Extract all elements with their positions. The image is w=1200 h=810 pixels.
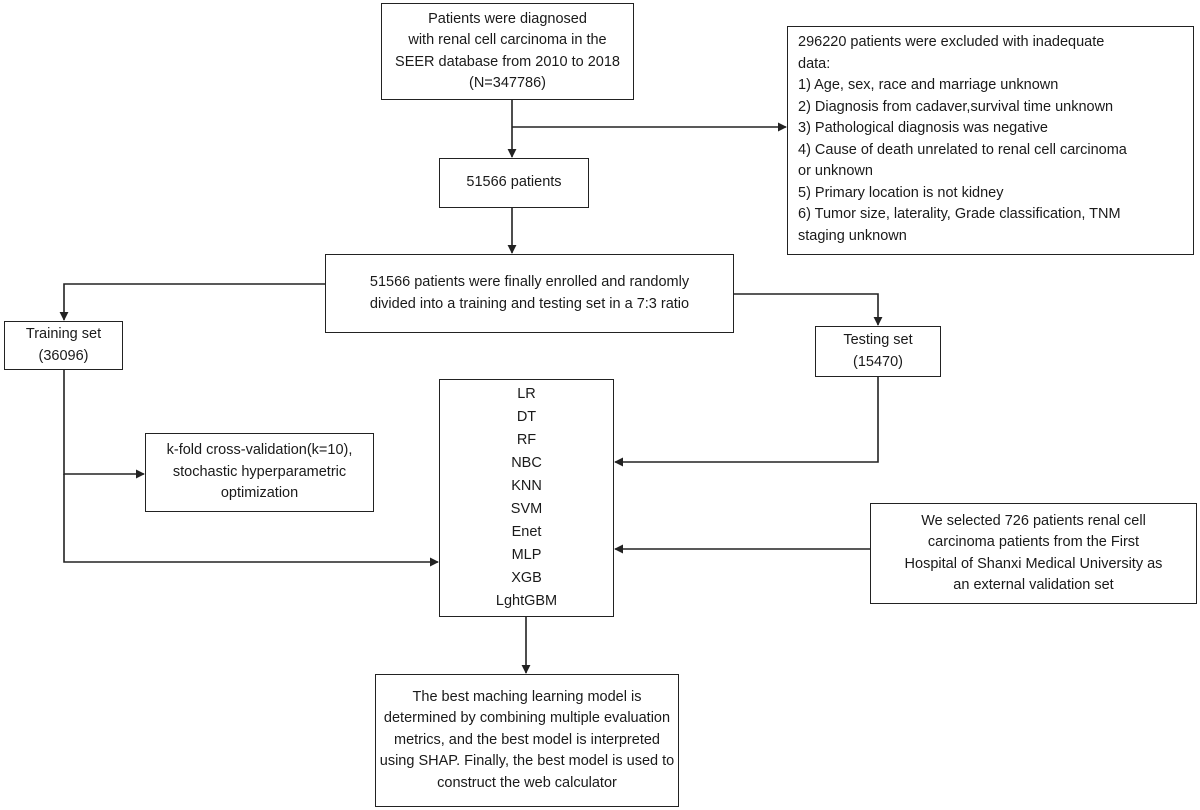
models-list-box-line-6: SVM bbox=[510, 501, 543, 517]
external-validation-box: We selected 726 patients renal cell carci… bbox=[870, 503, 1197, 604]
final-model-box-line-5: construct the web calculator bbox=[437, 774, 617, 791]
final-model-box: The best maching learning model is determ… bbox=[375, 674, 679, 807]
arrow-training-to-models bbox=[63, 474, 439, 567]
models-list-box-line-7: Enet bbox=[511, 524, 542, 540]
seer-source-box: Patients were diagnosed with renal cell c… bbox=[381, 3, 634, 100]
training-set-box: Training set (36096) bbox=[4, 321, 123, 370]
exclusion-criteria-box: 296220 patients were excluded with inade… bbox=[787, 26, 1194, 255]
exclusion-criteria-box-line-5: 3) Pathological diagnosis was negative bbox=[798, 120, 1048, 136]
arrow-enrolled-to-training bbox=[59, 283, 325, 321]
arrow-enrolled-to-testing bbox=[734, 293, 883, 326]
exclusion-criteria-box-line-7: or unknown bbox=[798, 163, 873, 179]
cross-validation-box-line-3: optimization bbox=[220, 485, 299, 502]
arrow-training-to-kfold bbox=[63, 370, 145, 479]
seer-source-box-line-1: Patients were diagnosed bbox=[428, 10, 587, 27]
exclusion-criteria-box-line-9: 6) Tumor size, laterality, Grade classif… bbox=[798, 206, 1121, 222]
exclusion-criteria-box-line-6: 4) Cause of death unrelated to renal cel… bbox=[798, 141, 1127, 158]
models-list-box-line-1: LR bbox=[517, 386, 536, 402]
final-model-box-line-2: determined by combining multiple evaluat… bbox=[383, 710, 671, 727]
seer-source-box-line-2: with renal cell carcinoma in the bbox=[408, 32, 607, 48]
enrolled-split-box-line-2: divided into a training and testing set … bbox=[369, 295, 690, 312]
cross-validation-box: k-fold cross-validation(k=10), stochastic… bbox=[145, 433, 374, 512]
final-model-box-line-3: metrics, and the best model is interpret… bbox=[394, 731, 660, 748]
external-validation-box-line-4: an external validation set bbox=[953, 577, 1114, 593]
models-list-box-line-8: MLP bbox=[511, 547, 542, 563]
models-list-box-line-2: DT bbox=[516, 409, 537, 425]
enrolled-split-box: 51566 patients were finally enrolled and… bbox=[325, 254, 734, 333]
models-list-box-line-4: NBC bbox=[511, 455, 542, 471]
exclusion-criteria-box-line-10: staging unknown bbox=[798, 227, 907, 244]
exclusion-criteria-box-line-8: 5) Primary location is not kidney bbox=[798, 184, 1004, 201]
external-validation-box-line-3: Hospital of Shanxi Medical University as bbox=[904, 555, 1163, 572]
exclusion-criteria-box-line-4: 2) Diagnosis from cadaver,survival time … bbox=[798, 98, 1114, 115]
cross-validation-box-line-1: k-fold cross-validation(k=10), bbox=[166, 442, 353, 459]
final-model-box-line-4: using SHAP. Finally, the best model is u… bbox=[379, 753, 675, 770]
testing-set-box-line-1: Testing set bbox=[843, 332, 913, 348]
models-list-box-line-9: XGB bbox=[511, 570, 542, 586]
eligible-patients-box-line-1: 51566 patients bbox=[466, 174, 562, 191]
seer-source-box-line-4: (N=347786) bbox=[469, 75, 546, 91]
exclusion-criteria-box-line-3: 1) Age, sex, race and marriage unknown bbox=[798, 77, 1059, 93]
eligible-patients-box: 51566 patients bbox=[439, 158, 589, 208]
cross-validation-box-line-2: stochastic hyperparametric bbox=[172, 463, 347, 480]
external-validation-box-line-2: carcinoma patients from the First bbox=[927, 534, 1140, 550]
models-list-box-line-10: LghtGBM bbox=[495, 593, 558, 609]
models-list-box-line-5: KNN bbox=[511, 478, 542, 494]
training-set-box-line-2: (36096) bbox=[38, 347, 89, 364]
testing-set-box-line-2: (15470) bbox=[853, 353, 903, 370]
exclusion-criteria-box-line-2: data: bbox=[798, 55, 831, 72]
training-set-box-line-1: Training set bbox=[25, 326, 102, 342]
external-validation-box-line-1: We selected 726 patients renal cell bbox=[921, 512, 1146, 529]
arrow-testing-to-models bbox=[614, 377, 879, 467]
seer-source-box-line-3: SEER database from 2010 to 2018 bbox=[395, 53, 620, 70]
testing-set-box: Testing set (15470) bbox=[815, 326, 941, 377]
exclusion-criteria-box-line-1: 296220 patients were excluded with inade… bbox=[798, 34, 1105, 50]
models-list-box-line-3: RF bbox=[516, 432, 537, 448]
final-model-box-line-1: The best maching learning model is bbox=[412, 688, 642, 705]
enrolled-split-box-line-1: 51566 patients were finally enrolled and… bbox=[369, 274, 690, 290]
